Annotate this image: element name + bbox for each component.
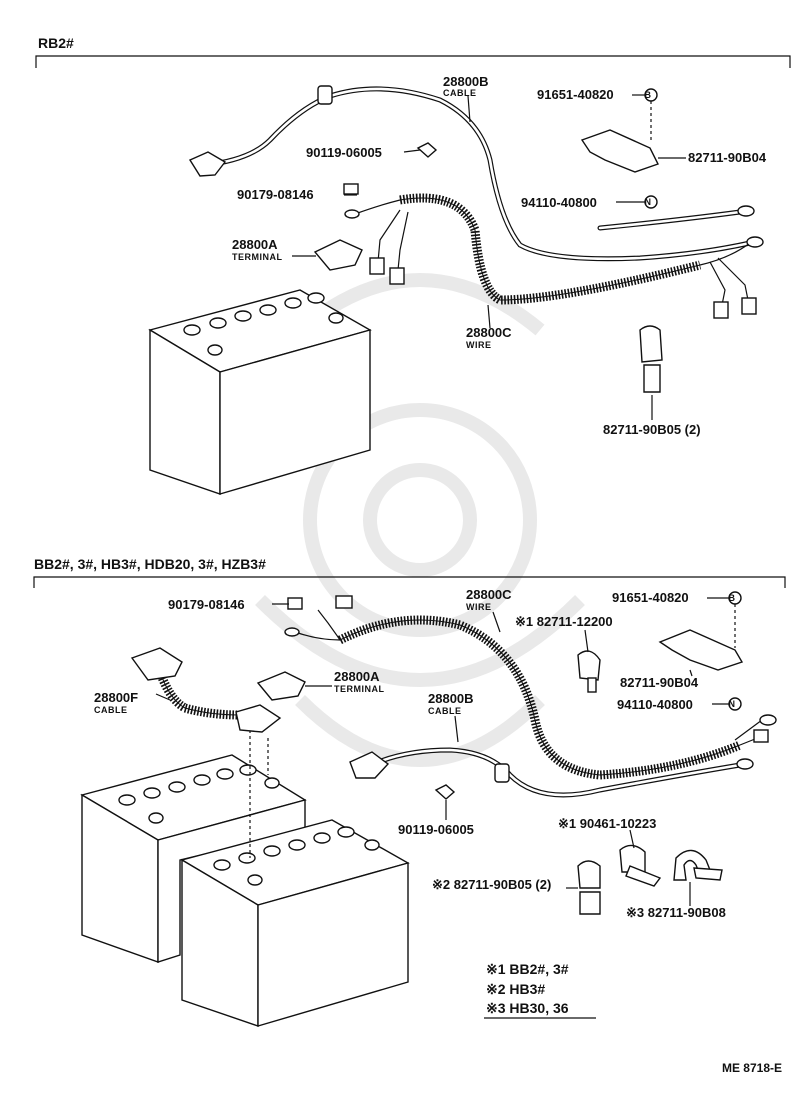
note-1: ※1 BB2#, 3# [486, 961, 569, 977]
label-clamp-82711-90b08: ※3 82711-90B08 [626, 905, 726, 920]
sublabel-cable-28800f: CABLE [94, 705, 128, 715]
clamp-82711-90b04-bottom [658, 629, 744, 671]
terminal-28800a-top [313, 239, 363, 271]
section-title-top: RB2# [38, 35, 74, 51]
wire-connectors-right-bottom [734, 714, 777, 746]
label-clamp-82711-90b05-bottom: ※2 82711-90B05 (2) [432, 877, 551, 892]
watermark-emblem [255, 273, 585, 767]
nut-90179-08146-top [343, 183, 359, 195]
sublabel-cable-28800b-bottom: CABLE [428, 706, 462, 716]
label-nut-94110-40800-bottom: 94110-40800 [617, 697, 693, 712]
label-cable-28800b-top: 28800B [443, 74, 489, 89]
label-bolt-91651-40820-top: 91651-40820 [537, 87, 614, 102]
sublabel-cable-top: CABLE [443, 88, 477, 98]
sublabel-wire-bottom: WIRE [466, 602, 492, 612]
section-bracket-top [35, 55, 791, 68]
battery-bottom-rear [80, 754, 307, 963]
label-terminal-28800a-bottom: 28800A [334, 669, 380, 684]
screw-90119-06005-bottom [434, 784, 456, 800]
label-terminal-28800a-top: 28800A [232, 237, 278, 252]
label-wire-28800c-bottom: 28800C [466, 587, 512, 602]
cable-clip-top [317, 85, 333, 105]
battery-top-post-positive [328, 312, 344, 324]
label-wire-28800c-top: 28800C [466, 325, 512, 340]
label-clamp-82711-90b04-bottom: 82711-90B04 [620, 675, 699, 690]
label-clamp-82711-90b05-top: 82711-90B05 (2) [603, 422, 701, 437]
label-cable-28800f: 28800F [94, 690, 138, 705]
note-3: ※3 HB30, 36 [486, 1000, 569, 1016]
label-nut-94110-40800-top: 94110-40800 [521, 195, 597, 210]
applicability-notes: ※1 BB2#, 3# ※2 HB3# ※3 HB30, 36 [484, 961, 596, 1019]
label-clip-82711-12200: ※1 82711-12200 [515, 614, 613, 629]
label-grommet-90461-10223: ※1 90461-10223 [558, 816, 656, 831]
label-nut-90179-08146-bottom: 90179-08146 [168, 597, 245, 612]
wire-connectors-left-top [369, 209, 409, 285]
section-top: RB2# [35, 35, 791, 495]
battery-bottom-front [180, 819, 410, 1027]
mark-b-top: B [645, 90, 652, 100]
cable-28800b-terminal-bottom [349, 751, 390, 779]
label-nut-90179-08146-top: 90179-08146 [237, 187, 314, 202]
terminal-28800a-bottom [256, 671, 306, 701]
clamp-82711-90b05-bottom [577, 860, 601, 915]
cable-28800f-terminal-a [130, 647, 183, 681]
cable-terminal-clamp-top [188, 151, 227, 177]
wire-28800c-bottom [337, 615, 742, 780]
battery-top-post-negative [207, 344, 223, 356]
clamp-82711-90b08 [673, 849, 723, 881]
label-screw-90119-06005-top: 90119-06005 [306, 145, 382, 160]
label-clamp-82711-90b04-top: 82711-90B04 [688, 150, 767, 165]
mark-b-bottom: B [729, 593, 736, 603]
label-screw-90119-06005-bottom: 90119-06005 [398, 822, 474, 837]
cable-28800f [155, 670, 241, 720]
wire-28800c-top [399, 193, 702, 305]
clamp-82711-90b04-top [580, 129, 659, 173]
sublabel-wire-top: WIRE [466, 340, 492, 350]
section-bottom: BB2#, 3#, HB3#, HDB20, 3#, HZB3# [33, 556, 786, 1075]
wire-connector-bottom [335, 595, 353, 609]
note-2: ※2 HB3# [486, 981, 545, 997]
label-bolt-91651-40820-bottom: 91651-40820 [612, 590, 689, 605]
mark-n-bottom: N [729, 699, 736, 709]
label-cable-28800b-bottom: 28800B [428, 691, 474, 706]
nut-90179-08146-bottom [287, 597, 303, 610]
cable-clip-bottom [494, 763, 510, 783]
section-title-bottom: BB2#, 3#, HB3#, HDB20, 3#, HZB3# [34, 556, 266, 572]
drawing-code: ME 8718-E [722, 1061, 782, 1075]
mark-n-top: N [645, 197, 652, 207]
battery-top [148, 289, 372, 495]
sublabel-terminal-top: TERMINAL [232, 252, 283, 262]
section-bracket-bottom [33, 576, 786, 588]
cable-28800b-top [202, 86, 753, 262]
battery-top-caps [183, 292, 325, 336]
grommet-90461-10223 [619, 844, 662, 887]
cable-28800f-terminal-b [235, 704, 282, 733]
clip-82711-12200 [577, 650, 601, 693]
screw-90119-06005-top [416, 142, 438, 158]
sublabel-terminal-bottom: TERMINAL [334, 684, 385, 694]
clamp-82711-90b05-top [639, 325, 663, 393]
wire-connectors-right-top [709, 257, 757, 319]
